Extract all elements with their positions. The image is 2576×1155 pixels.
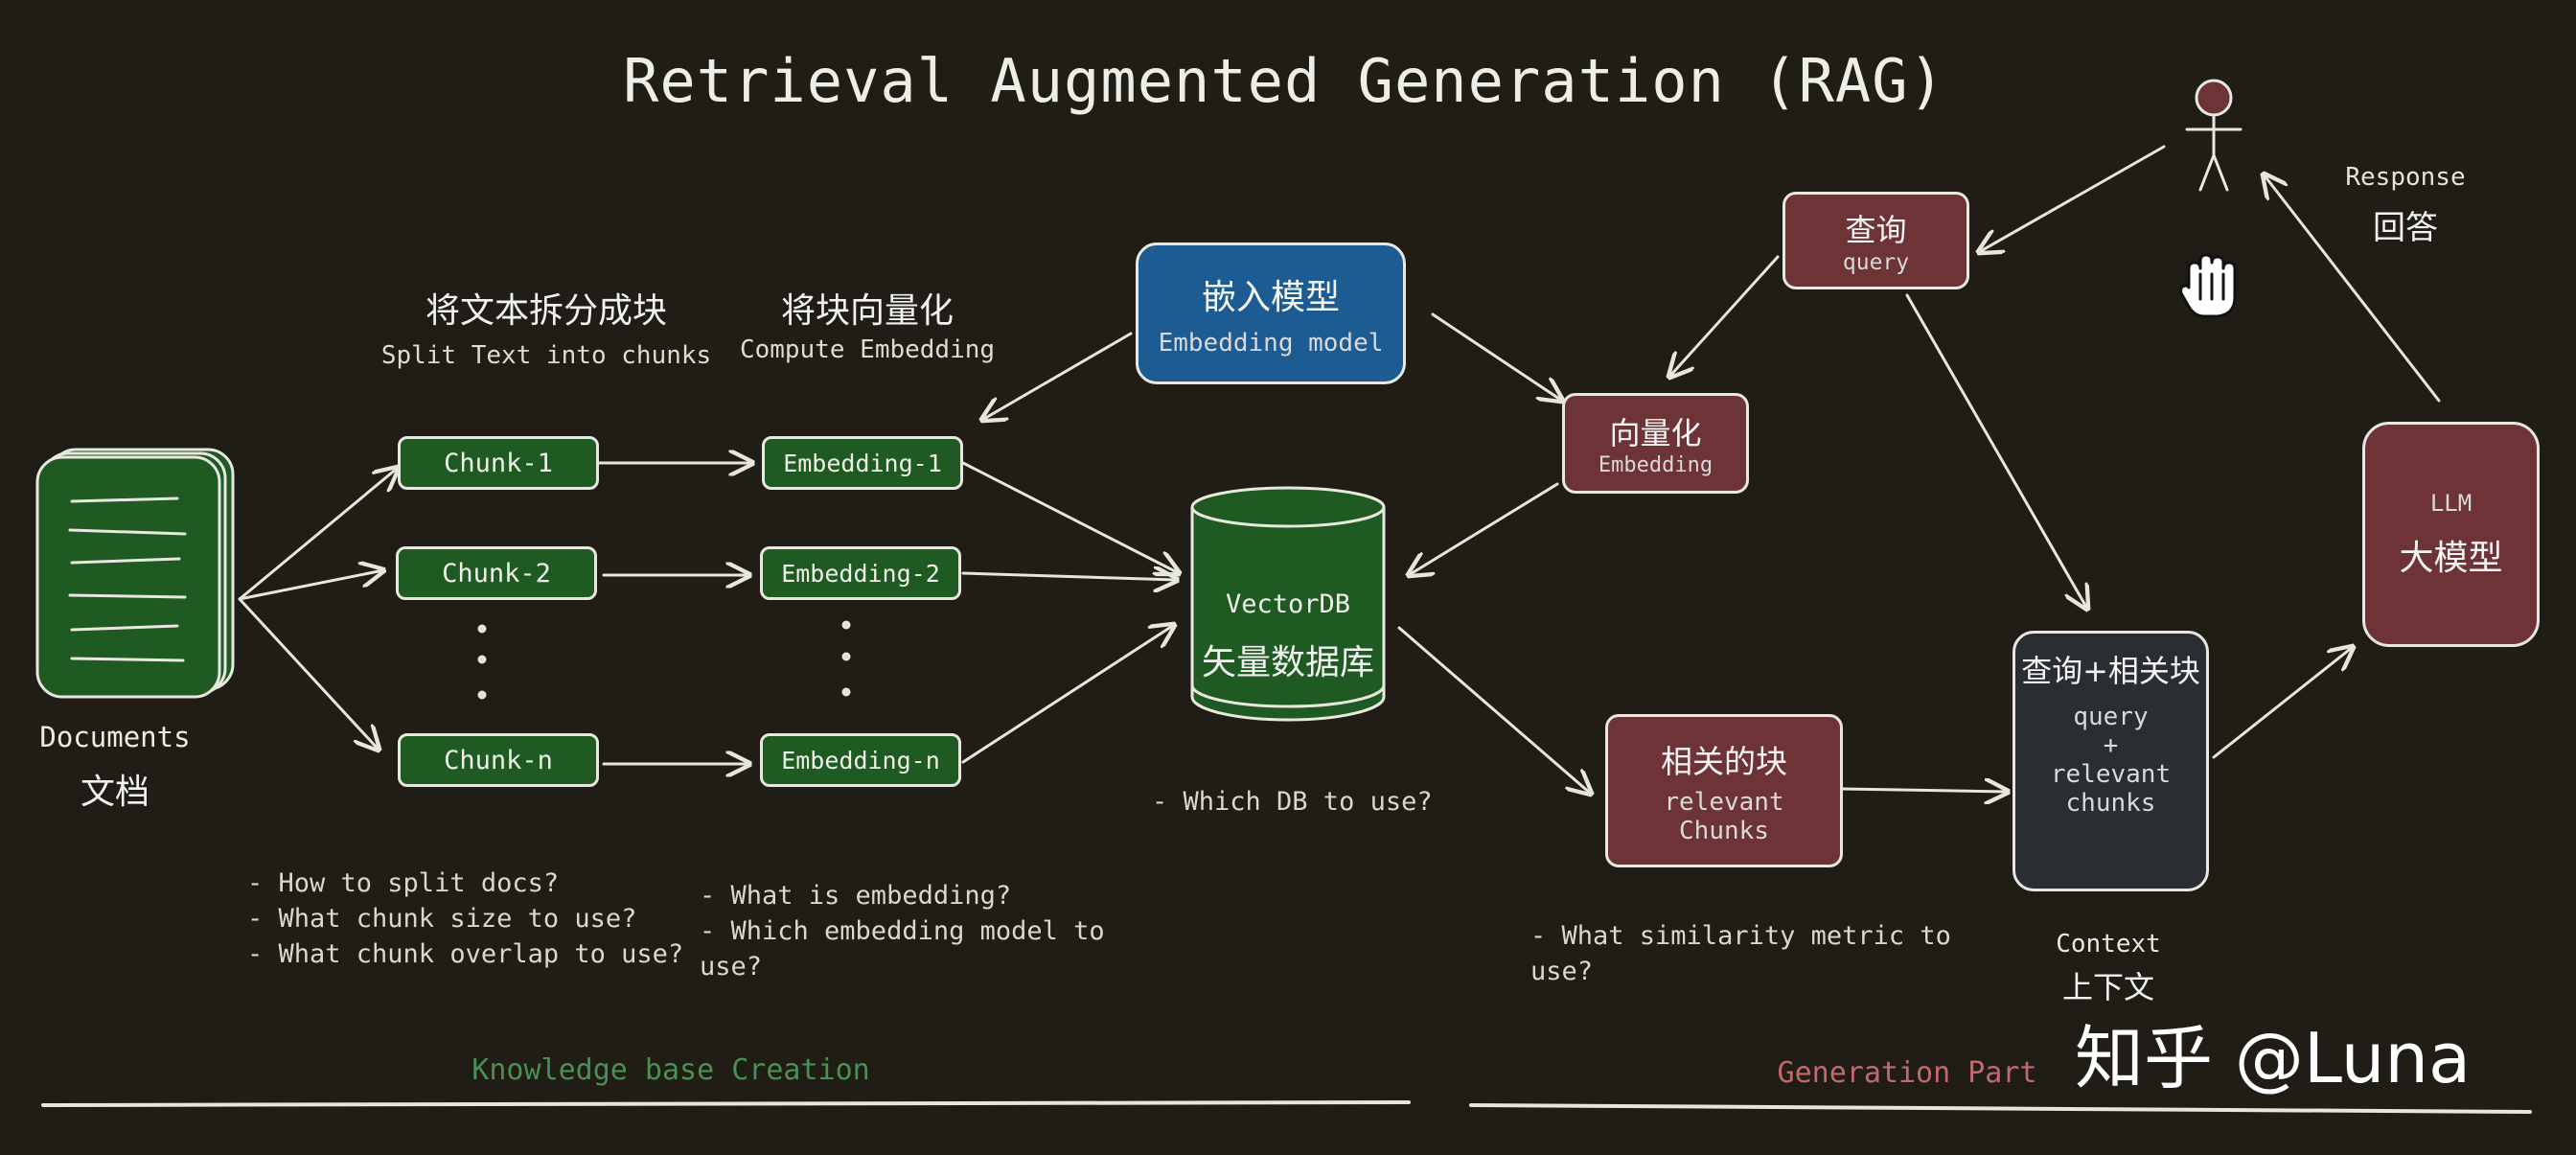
relevant-chunks-box: 相关的块 relevant Chunks bbox=[1605, 714, 1843, 867]
arrow-docs-to-chunk-n bbox=[238, 597, 379, 750]
arrow-embedding-n-to-db bbox=[961, 625, 1174, 764]
documents-label-en: Documents bbox=[39, 721, 191, 753]
embedding-box-1: Embedding-1 bbox=[762, 436, 963, 490]
context-line-plus: + bbox=[2103, 731, 2119, 760]
llm-en: LLM bbox=[2429, 489, 2472, 517]
note-line: - How to split docs? bbox=[247, 868, 560, 898]
embedding-model-zh: 嵌入模型 bbox=[1201, 278, 1340, 317]
embedding-dot bbox=[841, 620, 851, 630]
llm-box: LLM 大模型 bbox=[2362, 422, 2540, 647]
relevant-en-1: relevant bbox=[1664, 788, 1784, 817]
hand-cursor-icon bbox=[2179, 253, 2237, 318]
embedding-box-n: Embedding-n bbox=[760, 733, 961, 787]
relevant-zh: 相关的块 bbox=[1661, 743, 1787, 780]
embedding-label: Embedding-n bbox=[781, 746, 940, 774]
context-line-relevant: relevant bbox=[2050, 760, 2172, 789]
document-stack-icon bbox=[35, 448, 235, 699]
arrow-model-to-vectorize bbox=[1431, 312, 1562, 401]
similarity-note: - What similarity metric to use? bbox=[1530, 921, 1951, 986]
chunk-box-1: Chunk-1 bbox=[398, 436, 599, 490]
diagram-title: Retrieval Augmented Generation (RAG) bbox=[623, 46, 1945, 116]
chunk-label: Chunk-1 bbox=[444, 448, 553, 478]
context-line-query: query bbox=[2073, 703, 2149, 731]
embed-heading-en: Compute Embedding bbox=[739, 335, 996, 364]
relevant-en-2: Chunks bbox=[1679, 817, 1769, 845]
embedding-dot bbox=[841, 652, 851, 661]
split-heading-zh: 将文本拆分成块 bbox=[425, 291, 667, 331]
context-label-zh: 上下文 bbox=[2061, 969, 2154, 1005]
arrow-docs-to-chunk-1 bbox=[238, 468, 398, 601]
arrow-db-to-relevant bbox=[1397, 626, 1591, 794]
watermark: 知乎 @Luna bbox=[2075, 1018, 2472, 1098]
response-label-zh: 回答 bbox=[2373, 209, 2438, 247]
vectorize-box: 向量化 Embedding bbox=[1562, 393, 1749, 494]
embedding-label: Embedding-2 bbox=[781, 559, 940, 588]
chunk-dot bbox=[477, 690, 487, 700]
context-box: 查询+相关块 query + relevant chunks bbox=[2012, 631, 2209, 891]
divider-generation bbox=[1469, 1103, 2532, 1114]
embedding-box-2: Embedding-2 bbox=[760, 546, 961, 600]
query-en: query bbox=[1842, 250, 1910, 275]
vectorize-en: Embedding bbox=[1598, 453, 1714, 477]
note-line: - Which embedding model to use? bbox=[700, 916, 1105, 982]
chunk-label: Chunk-2 bbox=[442, 558, 551, 589]
query-zh: 查询 bbox=[1845, 212, 1907, 248]
database-cylinder-icon bbox=[1190, 486, 1386, 722]
arrow-context-to-llm bbox=[2212, 647, 2353, 759]
arrow-embedding-1-to-db bbox=[961, 461, 1179, 573]
arrow-docs-to-chunk-2 bbox=[238, 570, 383, 601]
arrow-llm-to-user bbox=[2264, 174, 2441, 403]
query-box: 查询 query bbox=[1782, 192, 1969, 289]
arrow-user-to-query bbox=[1979, 145, 2166, 252]
db-note: - Which DB to use? bbox=[1152, 787, 1433, 817]
embed-heading-zh: 将块向量化 bbox=[780, 291, 954, 331]
chunk-label: Chunk-n bbox=[444, 745, 553, 775]
person-icon bbox=[2185, 79, 2242, 192]
context-label-en: Context bbox=[2056, 930, 2161, 959]
note-line: - What chunk overlap to use? bbox=[247, 939, 684, 969]
chunk-box-n: Chunk-n bbox=[398, 733, 599, 787]
split-notes: - How to split docs? - What chunk size t… bbox=[247, 866, 698, 972]
section-label-generation: Generation Part bbox=[1777, 1056, 2037, 1090]
context-title-zh: 查询+相关块 bbox=[2021, 653, 2200, 689]
context-line-chunks: chunks bbox=[2065, 789, 2156, 818]
embedding-dot bbox=[841, 687, 851, 697]
embedding-model-en: Embedding model bbox=[1158, 329, 1384, 358]
documents-label-zh: 文档 bbox=[80, 773, 150, 812]
chunk-box-2: Chunk-2 bbox=[396, 546, 597, 600]
arrow-embedding-2-to-db bbox=[961, 573, 1177, 580]
embedding-notes: - What is embedding? - Which embedding m… bbox=[700, 878, 1169, 984]
vectordb-label-zh: 矢量数据库 bbox=[1201, 643, 1374, 682]
split-heading-en: Split Text into chunks bbox=[380, 341, 712, 370]
note-line: - What chunk size to use? bbox=[247, 904, 637, 934]
arrow-relevant-to-context bbox=[1840, 789, 2008, 792]
chunk-dot bbox=[477, 624, 487, 634]
response-label-en: Response bbox=[2345, 163, 2466, 192]
arrow-query-to-context bbox=[1905, 293, 2087, 609]
vectorize-zh: 向量化 bbox=[1609, 415, 1702, 451]
divider-knowledge-base bbox=[41, 1100, 1411, 1107]
chunk-dot bbox=[477, 655, 487, 664]
llm-zh: 大模型 bbox=[2399, 538, 2503, 578]
arrow-vectorize-to-db bbox=[1409, 482, 1559, 575]
embedding-label: Embedding-1 bbox=[783, 449, 942, 477]
vectordb-label-en: VectorDB bbox=[1225, 589, 1351, 619]
note-line: - What is embedding? bbox=[700, 881, 1012, 911]
arrow-model-to-embeddings bbox=[982, 332, 1133, 420]
section-label-knowledge-base: Knowledge base Creation bbox=[472, 1053, 870, 1087]
embedding-model-box: 嵌入模型 Embedding model bbox=[1136, 243, 1406, 384]
arrow-query-to-vectorize bbox=[1669, 255, 1780, 377]
